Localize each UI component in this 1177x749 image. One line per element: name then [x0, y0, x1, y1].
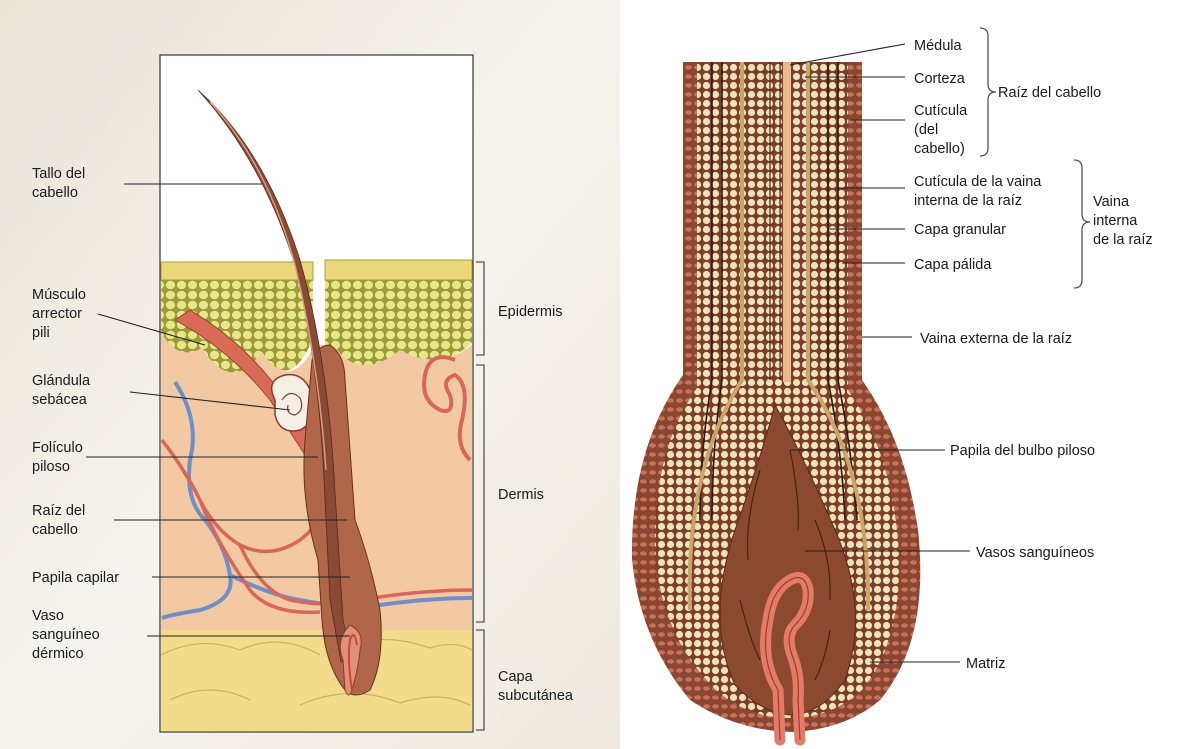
label-corteza: Corteza — [914, 71, 966, 87]
label-capa-palida: Capa pálida — [914, 257, 992, 273]
label-papila-capilar: Papila capilar — [32, 570, 119, 586]
epidermis-surface-left — [161, 262, 313, 280]
subcutaneous-layer — [161, 630, 472, 731]
label-matriz: Matriz — [966, 656, 1005, 672]
skin-section-illustration — [160, 55, 473, 732]
label-medula: Médula — [914, 38, 962, 54]
label-dermis: Dermis — [498, 487, 544, 503]
epidermis-surface-right — [325, 260, 472, 280]
medulla-core — [783, 62, 791, 382]
label-raiz-del-cabello-group: Raíz del cabello — [998, 85, 1101, 101]
label-capa-granular: Capa granular — [914, 222, 1006, 238]
label-papila-bulbo-piloso: Papila del bulbo piloso — [950, 443, 1095, 459]
label-vaina-externa-raiz: Vaina externa de la raíz — [920, 331, 1072, 347]
label-vasos-sanguineos: Vasos sanguíneos — [976, 545, 1094, 561]
label-epidermis: Epidermis — [498, 304, 562, 320]
